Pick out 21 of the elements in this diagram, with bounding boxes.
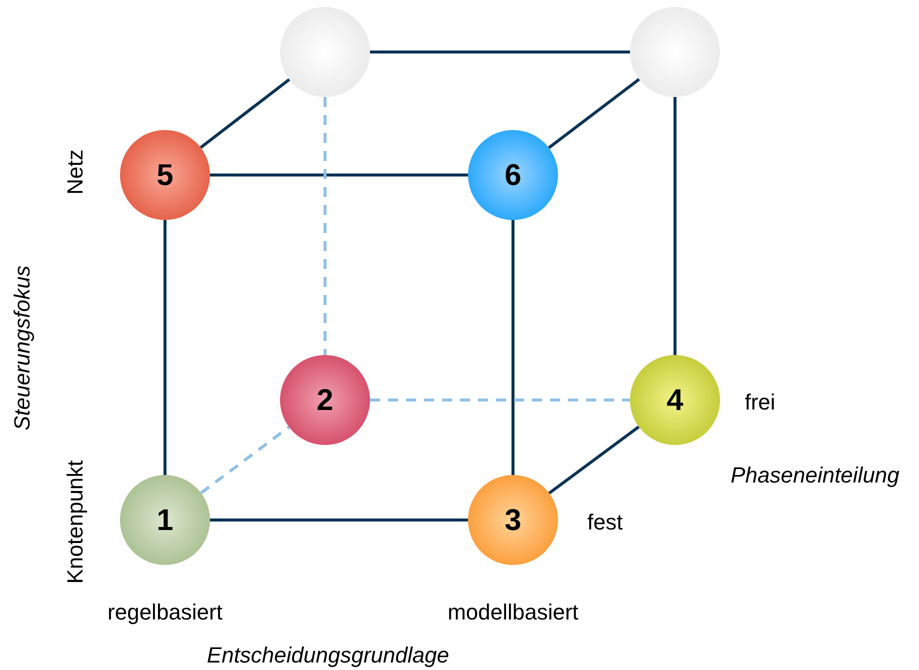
connector-line [548,426,640,494]
dashed-line [324,97,326,355]
axis-value-label: Netz [62,149,88,195]
dashed-line [370,398,630,402]
axis-title: Entscheidungsgrundlage [206,642,450,670]
connector-line [164,220,166,475]
axis-value-label: fest [587,508,623,536]
axis-value-label: frei [744,388,776,416]
dashed-line [200,426,290,494]
connector-line [210,518,468,522]
axis-value-label: regelbasiert [108,598,222,626]
axis-value-label: modellbasiert [448,598,578,626]
connector-line [210,174,468,176]
axis-title: Phaseneinteilung [730,462,900,490]
axis-value-label: Knotenpunkt [62,460,88,584]
connector-line [674,97,676,355]
connector-line [200,78,290,149]
connector-line [370,50,630,54]
connector-line [512,220,514,475]
axis-title: Steuerungsfokus [8,265,36,431]
connector-line [548,78,640,149]
